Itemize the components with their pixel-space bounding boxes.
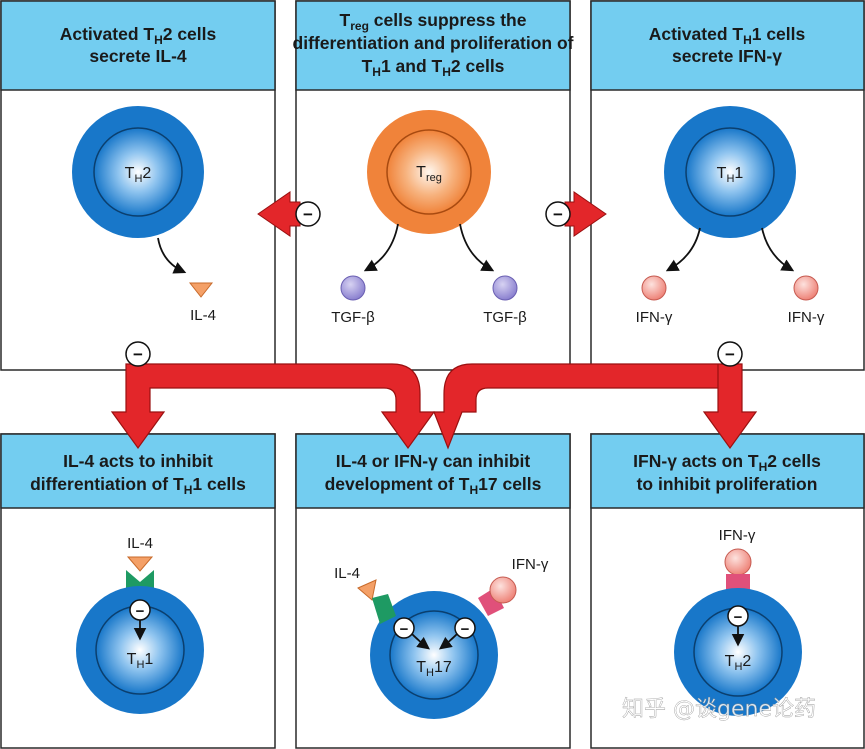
treg-cell: Treg [367,110,491,234]
il4-ligand-middle-icon [357,579,377,601]
th2-secretion-arrow [157,237,187,274]
svg-text:−: − [303,205,313,224]
minus-badge-th17-right: − [454,617,476,639]
minus-badge-th2-down: − [125,341,151,367]
ifn-gamma-ligand-middle-icon [489,576,517,604]
tgf-beta-left-molecule-icon [340,275,366,301]
header-top-left-line2: secrete IL-4 [89,46,187,66]
minus-badge-th1-down: − [717,341,743,367]
il4-receptor-middle-icon [372,594,396,624]
header-bottom-left-line1: IL-4 acts to inhibit [63,451,213,471]
header-top-right-line2: secrete IFN-γ [672,46,782,66]
th17-inhibition-arrow-right [438,633,458,650]
header-top-left-line1: Activated TH2 cells [60,24,217,47]
header-bottom-right-line1: IFN-γ acts on TH2 cells [633,451,821,474]
svg-text:−: − [734,609,743,626]
th1-inhibited-cell: TH1 [76,586,204,714]
th2-inhibited-cell-label: TH2 [725,653,752,673]
header-top-right-line1: Activated TH1 cells [649,24,806,47]
header-top-middle-line2: differentiation and proliferation of [293,33,574,53]
th1-inhibited-cell-label: TH1 [127,651,154,671]
header-top-middle-line1: Treg cells suppress the [340,10,527,33]
il4-receptor-icon [126,570,154,590]
svg-text:−: − [133,345,143,364]
ifn-gamma-right-molecule-icon [793,275,819,301]
th1-cell-label: TH1 [717,165,744,185]
minus-badge-th17-left: − [393,617,415,639]
th1-left-secretion-arrow [665,227,701,272]
th17-inhibition-arrow-left [411,633,431,650]
ifn-gamma-ligand-right-icon [724,548,752,576]
ifn-gamma-bottom-middle-label: IFN-γ [512,556,549,573]
treg-cell-label: Treg [416,164,442,184]
minus-badge-th2-inhibited: − [727,605,749,627]
svg-text:−: − [400,621,409,638]
il4-bottom-middle-label: IL-4 [334,565,360,582]
svg-text:−: − [136,603,145,620]
watermark-text: 知乎 @谈gene论药 [622,697,816,722]
il4-inhibition-connector-arrow [110,363,436,450]
header-top-middle-line3: TH1 and TH2 cells [362,56,505,79]
th2-inhibited-cell: TH2 [674,588,802,716]
ifn-gamma-inhibition-connector-arrow [433,363,758,450]
header-bottom-left-line2: differentiation of TH1 cells [30,474,246,497]
th2-cell-label: TH2 [125,165,152,185]
ifn-gamma-left-label: IFN-γ [636,309,673,326]
ifn-gamma-right-label: IFN-γ [788,309,825,326]
svg-text:−: − [725,345,735,364]
il4-label: IL-4 [190,307,216,324]
il4-bottom-left-label: IL-4 [127,535,153,552]
th1-cell: TH1 [664,106,796,238]
tgf-beta-left-label: TGF-β [331,309,375,326]
minus-badge-treg-left: − [295,201,321,227]
th17-cell-label: TH17 [416,659,452,679]
treg-right-secretion-arrow [459,223,495,272]
il4-triangle-icon [188,282,214,298]
svg-text:−: − [461,621,470,638]
ifn-gamma-left-molecule-icon [641,275,667,301]
th2-cell: TH2 [72,106,204,238]
header-bottom-right-line2: to inhibit proliferation [637,474,818,494]
treg-left-secretion-arrow [363,223,399,272]
header-bottom-middle-line2: development of TH17 cells [325,474,542,497]
tgf-beta-right-label: TGF-β [483,309,527,326]
tgf-beta-right-molecule-icon [492,275,518,301]
svg-text:−: − [553,205,563,224]
minus-badge-treg-right: − [545,201,571,227]
panel-top-left [0,0,276,371]
il4-ligand-icon [126,556,154,572]
header-bottom-middle-line1: IL-4 or IFN-γ can inhibit [336,451,531,471]
th1-right-secretion-arrow [761,227,795,272]
minus-badge-th1-inhibited: − [129,599,151,621]
ifn-gamma-bottom-right-label: IFN-γ [719,527,756,544]
